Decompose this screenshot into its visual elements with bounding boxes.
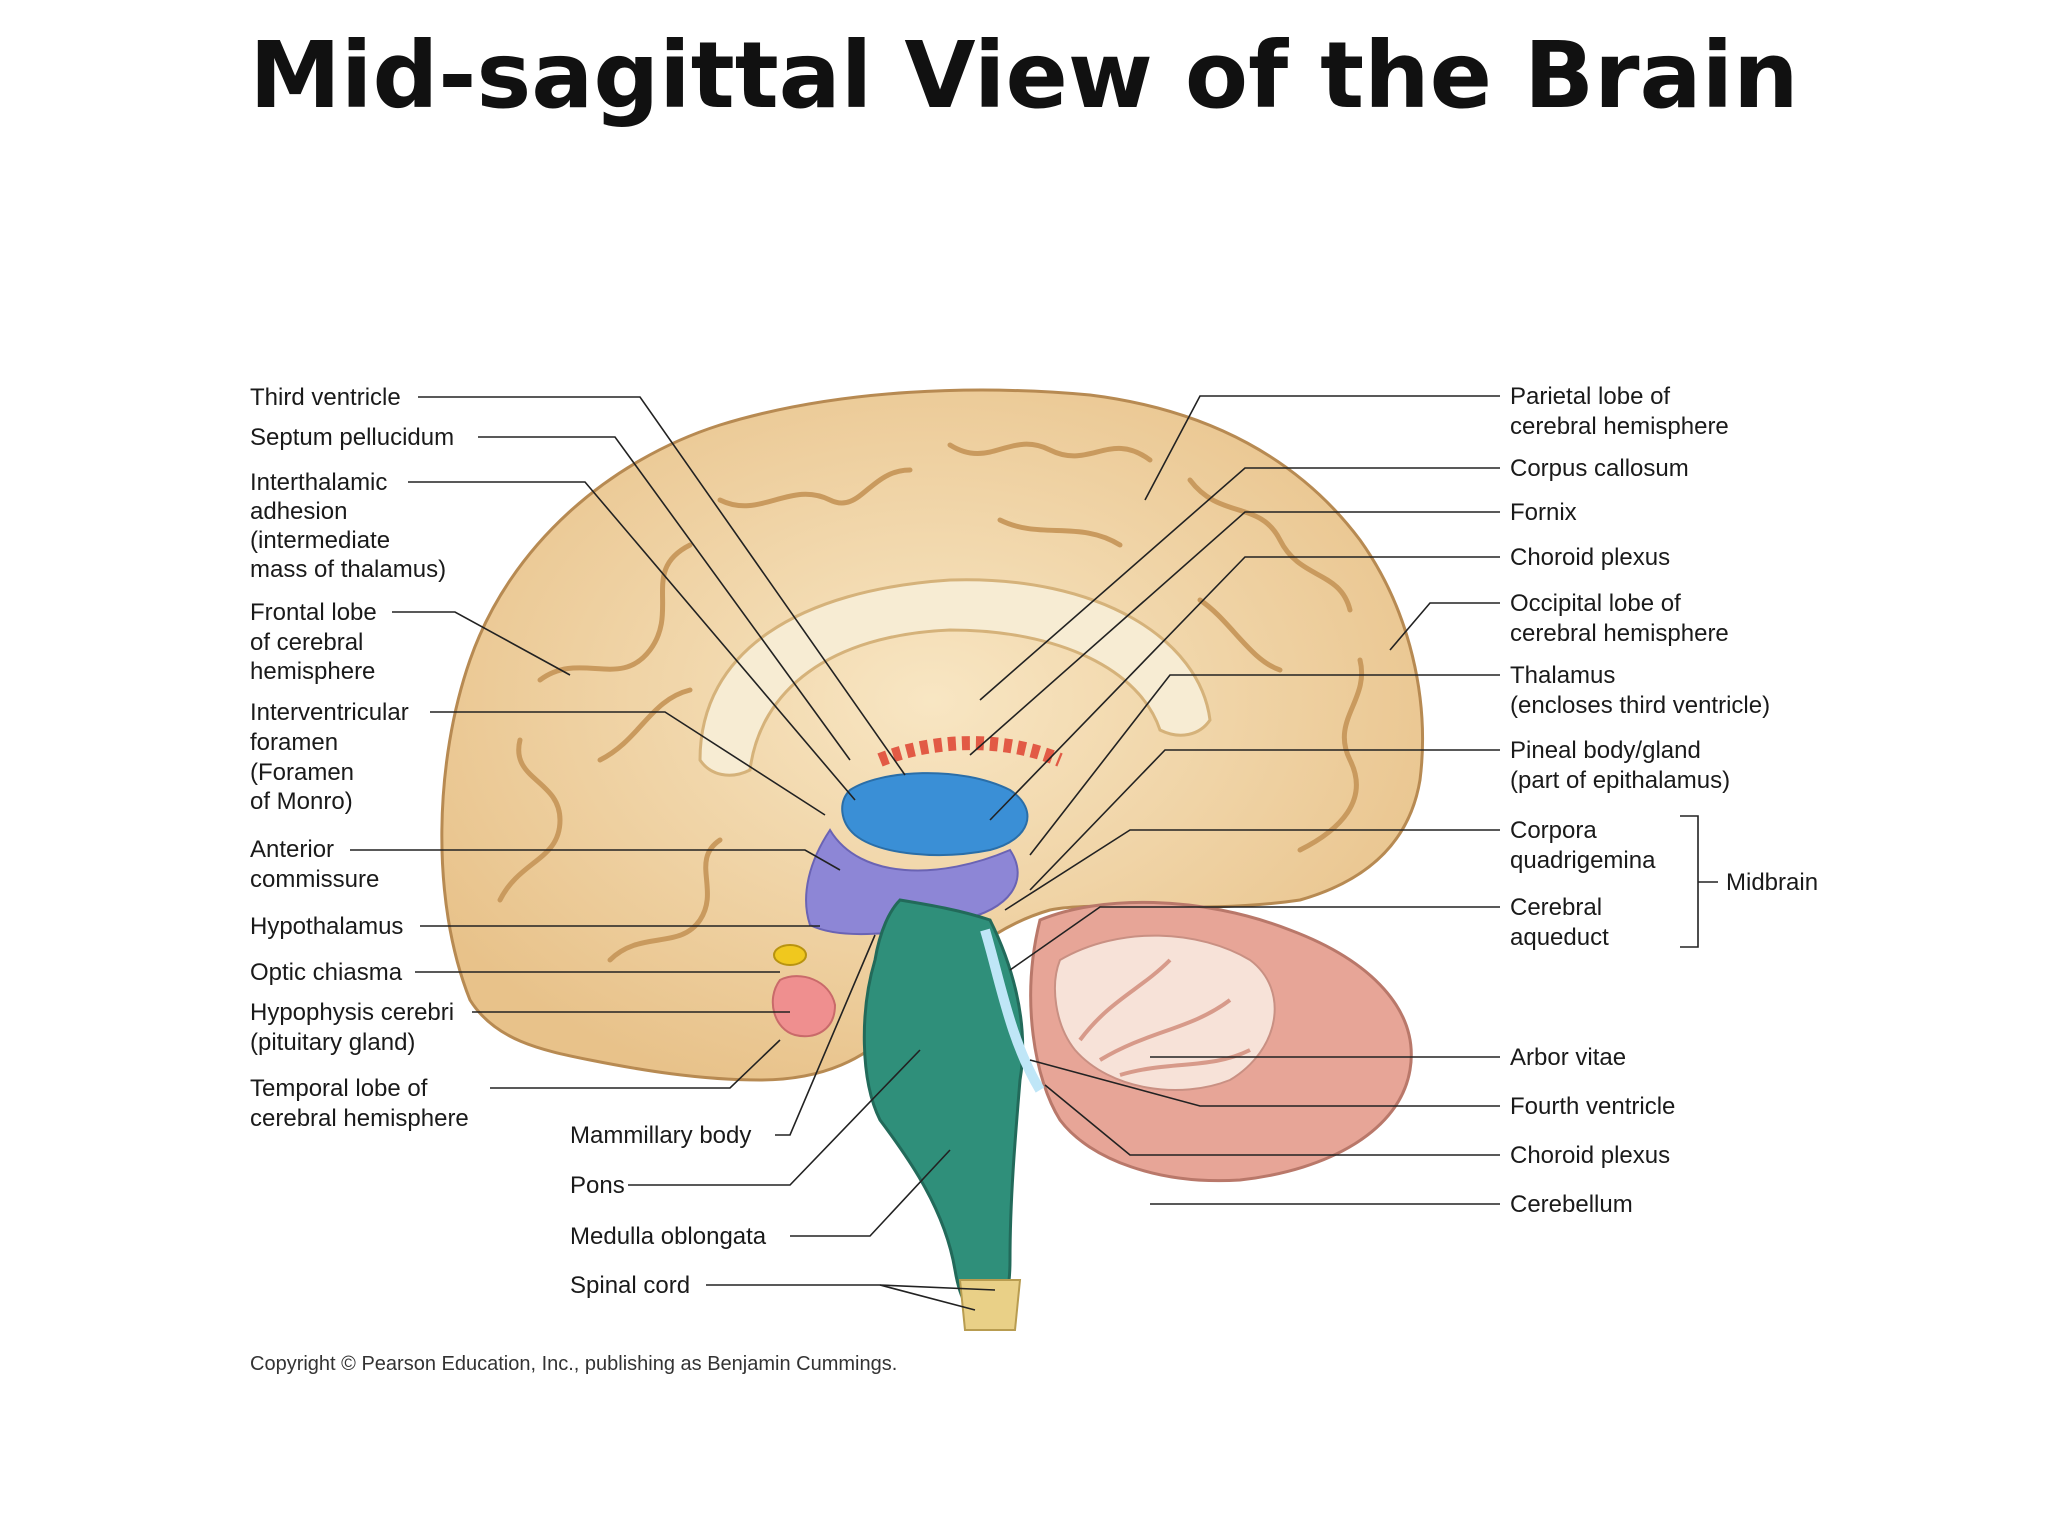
optic-chiasm-shape [773, 944, 807, 966]
arbor-vitae-branches [1078, 958, 1251, 1077]
label-frontal-lobe-2: of cerebral [250, 629, 363, 656]
label-anterior-commissure-2: commissure [250, 866, 379, 893]
label-mammillary-body: Mammillary body [570, 1122, 751, 1149]
ventricle-shape [841, 772, 1029, 856]
gyri-pattern [497, 441, 1365, 963]
label-interventricular-2: foramen [250, 729, 338, 756]
label-cerebellum: Cerebellum [1510, 1191, 1633, 1218]
label-frontal-lobe-3: hemisphere [250, 658, 375, 685]
label-spinal-cord: Spinal cord [570, 1272, 690, 1299]
label-hypothalamus: Hypothalamus [250, 913, 403, 940]
label-choroid-plexus-upper: Choroid plexus [1510, 544, 1670, 571]
label-interventricular-1: Interventricular [250, 699, 409, 726]
label-pineal-body-2: (part of epithalamus) [1510, 767, 1730, 794]
cerebrum-shape [440, 388, 1424, 1082]
label-thalamus-1: Thalamus [1510, 662, 1615, 689]
label-interthalamic-1: Interthalamic [250, 469, 387, 496]
label-parietal-lobe-2: cerebral hemisphere [1510, 413, 1729, 440]
cerebral-aqueduct-shape [980, 928, 1045, 1093]
label-frontal-lobe-1: Frontal lobe [250, 599, 377, 626]
leader-lines [350, 395, 1718, 1311]
left-labels: Third ventricle Septum pellucidum Intert… [250, 384, 469, 1132]
label-temporal-lobe-1: Temporal lobe of [250, 1075, 428, 1102]
label-cerebral-aqueduct-1: Cerebral [1510, 894, 1602, 921]
label-optic-chiasma: Optic chiasma [250, 959, 403, 986]
label-interventricular-3: (Foramen [250, 759, 354, 786]
label-hypophysis-2: (pituitary gland) [250, 1029, 415, 1056]
label-third-ventricle: Third ventricle [250, 384, 401, 411]
label-pons: Pons [570, 1172, 625, 1199]
label-fourth-ventricle: Fourth ventricle [1510, 1093, 1675, 1120]
label-temporal-lobe-2: cerebral hemisphere [250, 1105, 469, 1132]
label-hypophysis-1: Hypophysis cerebri [250, 999, 454, 1026]
label-fornix: Fornix [1510, 499, 1577, 526]
label-interthalamic-4: mass of thalamus) [250, 556, 446, 583]
label-corpus-callosum: Corpus callosum [1510, 455, 1689, 482]
label-interthalamic-2: adhesion [250, 498, 347, 525]
copyright-text: Copyright © Pearson Education, Inc., pub… [250, 1353, 897, 1375]
label-occipital-lobe-2: cerebral hemisphere [1510, 620, 1729, 647]
arbor-vitae-shape [1054, 934, 1276, 1091]
corpus-callosum-shape [698, 578, 1212, 777]
label-pineal-body-1: Pineal body/gland [1510, 737, 1701, 764]
choroid-plexus-shape [877, 736, 1063, 767]
label-cerebral-aqueduct-2: aqueduct [1510, 924, 1609, 951]
label-septum-pellucidum: Septum pellucidum [250, 424, 454, 451]
spinal-cord-shape [958, 1279, 1022, 1331]
label-interthalamic-3: (intermediate [250, 527, 390, 554]
label-occipital-lobe-1: Occipital lobe of [1510, 590, 1681, 617]
label-interventricular-4: of Monro) [250, 788, 353, 815]
label-choroid-plexus-lower: Choroid plexus [1510, 1142, 1670, 1169]
bottom-labels: Mammillary body Pons Medulla oblongata S… [570, 1122, 767, 1299]
slide-title: Mid-sagittal View of the Brain [249, 22, 1799, 129]
label-midbrain: Midbrain [1726, 869, 1818, 896]
label-corpora-quadrigemina-1: Corpora [1510, 817, 1597, 844]
label-arbor-vitae: Arbor vitae [1510, 1044, 1626, 1071]
pituitary-shape [771, 975, 837, 1038]
label-medulla-oblongata: Medulla oblongata [570, 1223, 767, 1250]
label-thalamus-2: (encloses third ventricle) [1510, 692, 1770, 719]
label-anterior-commissure-1: Anterior [250, 836, 334, 863]
label-corpora-quadrigemina-2: quadrigemina [1510, 847, 1656, 874]
label-parietal-lobe-1: Parietal lobe of [1510, 383, 1670, 410]
right-labels: Parietal lobe of cerebral hemisphere Cor… [1510, 383, 1818, 1218]
